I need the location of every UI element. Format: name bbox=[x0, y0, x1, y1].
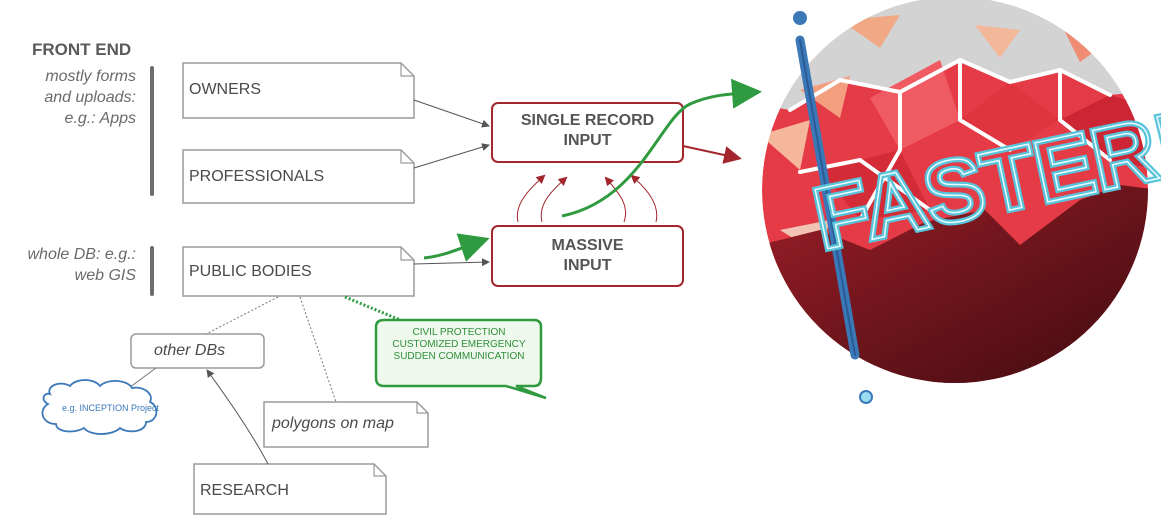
inception-cloud bbox=[41, 379, 158, 435]
research-doc bbox=[193, 463, 387, 515]
professionals-label: PROFESSIONALS bbox=[189, 168, 325, 185]
other-dbs-label: other DBs bbox=[154, 342, 226, 359]
single-record-label: SINGLE RECORD INPUT bbox=[520, 112, 655, 149]
research-label: RESEARCH bbox=[200, 482, 289, 499]
owners-arrow bbox=[413, 99, 490, 128]
db-bar bbox=[150, 246, 154, 296]
front-end-title: FRONT END bbox=[32, 40, 132, 59]
professionals-doc bbox=[182, 149, 415, 204]
single-record-box bbox=[491, 102, 684, 163]
public-to-otherdbs-link bbox=[205, 296, 279, 335]
massive-input-label: MASSIVE INPUT bbox=[551, 237, 624, 274]
other-dbs-box bbox=[130, 333, 265, 369]
owners-label: OWNERS bbox=[189, 81, 261, 98]
inception-label: e.g. INCEPTION Project bbox=[62, 403, 160, 413]
owners-doc bbox=[182, 62, 415, 119]
blue-exclamation-icon bbox=[793, 11, 873, 404]
faster-green-arrow bbox=[561, 78, 762, 218]
public-bodies-label: PUBLIC BODIES bbox=[189, 263, 312, 280]
public-bodies-doc bbox=[182, 246, 415, 297]
polygons-label: polygons on map bbox=[272, 415, 394, 432]
professionals-arrow bbox=[413, 143, 490, 169]
public-to-civil-link bbox=[344, 295, 406, 324]
polygons-doc bbox=[263, 401, 429, 448]
front-end-note: mostly forms and uploads: e.g.: Apps bbox=[44, 68, 136, 127]
massive-input-box bbox=[491, 225, 684, 287]
massive-to-single-arrows bbox=[516, 174, 658, 223]
single-output-arrow bbox=[682, 145, 742, 164]
civil-protection-label: CIVIL PROTECTION CUSTOMIZED EMERGENCY SU… bbox=[392, 327, 526, 362]
public-bodies-arrow bbox=[413, 258, 490, 267]
db-note: whole DB: e.g.: web GIS bbox=[27, 246, 137, 284]
research-to-otherdbs-arrow bbox=[206, 369, 269, 465]
front-end-bar bbox=[150, 66, 154, 196]
public-green-arrow bbox=[423, 233, 490, 262]
public-to-polygons-link bbox=[299, 296, 337, 403]
civil-protection-bubble bbox=[374, 318, 547, 400]
faster-logo: FASTER! FASTER! bbox=[762, 0, 1161, 404]
